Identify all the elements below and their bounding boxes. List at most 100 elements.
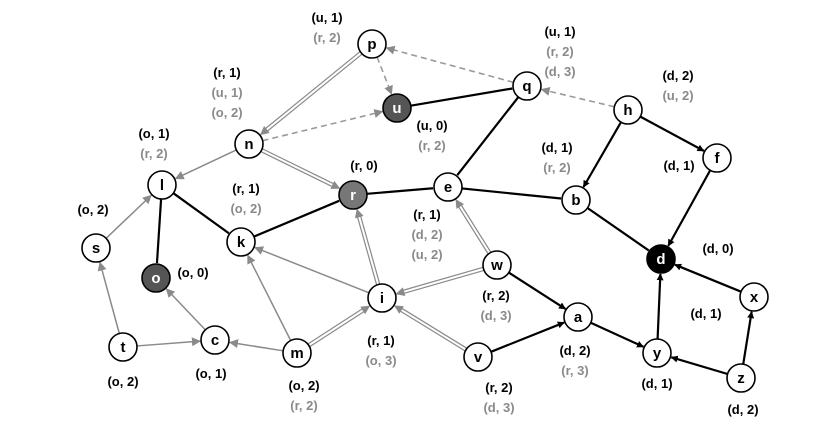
edge-v-i-rail-2 [400, 310, 466, 352]
annotation-d: (d, 0) [702, 241, 733, 256]
node-e: e [433, 172, 463, 202]
edge-s-l-line [105, 194, 152, 239]
annotation-k: (r, 1)(o, 2) [230, 181, 261, 216]
annotation-f: (d, 1) [663, 158, 694, 173]
node-x: x [739, 282, 769, 312]
node-e-label: e [444, 179, 452, 196]
node-x-circle [739, 282, 769, 312]
edge-m-i-head [360, 305, 371, 315]
annotation-n: (r, 1)(u, 1)(o, 2) [211, 65, 242, 120]
node-b-circle [561, 185, 591, 215]
node-t-circle [108, 332, 138, 362]
edge-k-r-line [253, 199, 340, 238]
node-f: f [702, 143, 732, 173]
node-h: h [613, 95, 643, 125]
edge-p-n [259, 51, 363, 136]
edge-n-l [174, 149, 237, 180]
node-l-circle [147, 170, 177, 200]
annotation-v: (r, 2)(d, 3) [483, 380, 514, 415]
node-t: t [108, 332, 138, 362]
node-h-circle [613, 95, 643, 125]
annotation-z: (d, 2) [727, 402, 758, 417]
edge-w-e-rail-2 [458, 207, 489, 255]
annotation-t-line-1: (o, 2) [107, 374, 138, 389]
node-z: z [726, 363, 756, 393]
annotation-w: (r, 2)(d, 3) [480, 288, 511, 323]
edge-m-k [247, 254, 292, 341]
edge-w-i-rail-1 [403, 266, 484, 291]
annotation-h: (d, 2)(u, 2) [662, 68, 693, 103]
annotation-x-line-1: (d, 1) [690, 306, 721, 321]
annotation-o-line-1: (o, 0) [177, 265, 208, 280]
annotation-l-line-1: (o, 1) [138, 126, 169, 141]
edge-u-q [410, 87, 513, 107]
edge-z-x [742, 311, 755, 365]
edges-layer [97, 45, 755, 376]
annotation-c-line-1: (o, 1) [195, 366, 226, 381]
node-s-circle [81, 233, 111, 263]
edge-n-u-line [262, 109, 384, 142]
annotation-a-line-1: (d, 2) [559, 343, 590, 358]
edge-n-u [262, 109, 384, 142]
node-q: q [512, 71, 542, 101]
annotation-m-line-2: (r, 2) [290, 398, 317, 413]
node-m-label: m [290, 345, 303, 362]
edge-e-b-line [461, 187, 562, 200]
node-a-label: a [574, 309, 583, 326]
edge-v-i [394, 305, 468, 352]
edge-l-k-line [172, 192, 230, 235]
annotation-c: (o, 1) [195, 366, 226, 381]
edge-n-r [260, 148, 341, 189]
annotation-s-line-1: (o, 2) [77, 202, 108, 217]
edge-r-e-line [366, 187, 434, 195]
annotation-i: (r, 1)(o, 3) [365, 333, 396, 368]
node-f-circle [702, 143, 732, 173]
annotation-l-line-2: (r, 2) [140, 146, 167, 161]
annotation-a: (d, 2)(r, 3) [559, 343, 590, 378]
annotation-q-line-1: (u, 1) [544, 24, 575, 39]
node-r: r [338, 180, 368, 210]
annotation-f-line-1: (d, 1) [663, 158, 694, 173]
edge-w-a [508, 271, 566, 310]
edge-v-a [490, 321, 565, 353]
edge-b-d [586, 207, 650, 252]
annotation-l: (o, 1) (r, 2) [138, 126, 169, 161]
edge-t-c-line [136, 337, 201, 347]
edge-w-e-rail-1 [461, 205, 492, 253]
annotation-m-line-1: (o, 2) [288, 378, 319, 393]
edge-m-i-rail-1 [309, 311, 364, 348]
edge-n-l-line [174, 149, 237, 180]
node-o: o [141, 263, 171, 293]
edge-u-q-line [410, 87, 513, 107]
edge-v-i-head [394, 305, 405, 314]
node-k-circle [226, 227, 256, 257]
annotation-b-line-2: (r, 2) [543, 160, 570, 175]
node-m-circle [282, 338, 312, 368]
edge-w-i-head [395, 287, 406, 296]
node-f-label: f [715, 150, 721, 167]
node-n: n [234, 129, 264, 159]
node-q-label: q [522, 78, 531, 95]
edge-i-k-line [254, 246, 370, 294]
edge-y-d-line [656, 273, 664, 340]
annotation-e-line-3: (u, 2) [411, 247, 442, 262]
edge-n-r-rail-1 [260, 151, 332, 187]
node-p-circle [357, 29, 387, 59]
edge-w-e [455, 198, 492, 255]
node-k-label: k [237, 234, 246, 251]
edge-m-c [228, 339, 284, 352]
edge-f-d [667, 169, 712, 247]
annotation-q: (u, 1)(r, 2)(d, 3) [544, 24, 575, 79]
edge-l-k [172, 192, 230, 235]
annotation-e-line-1: (r, 1) [413, 207, 440, 222]
annotation-p: (u, 1)(r, 2) [311, 10, 342, 45]
node-o-label: o [151, 270, 160, 287]
node-c: c [200, 325, 230, 355]
annotation-q-line-3: (d, 3) [544, 64, 575, 79]
edge-c-o-line [165, 288, 206, 331]
edge-w-a-line [508, 271, 566, 310]
node-b: b [561, 185, 591, 215]
edge-y-d [656, 273, 664, 340]
